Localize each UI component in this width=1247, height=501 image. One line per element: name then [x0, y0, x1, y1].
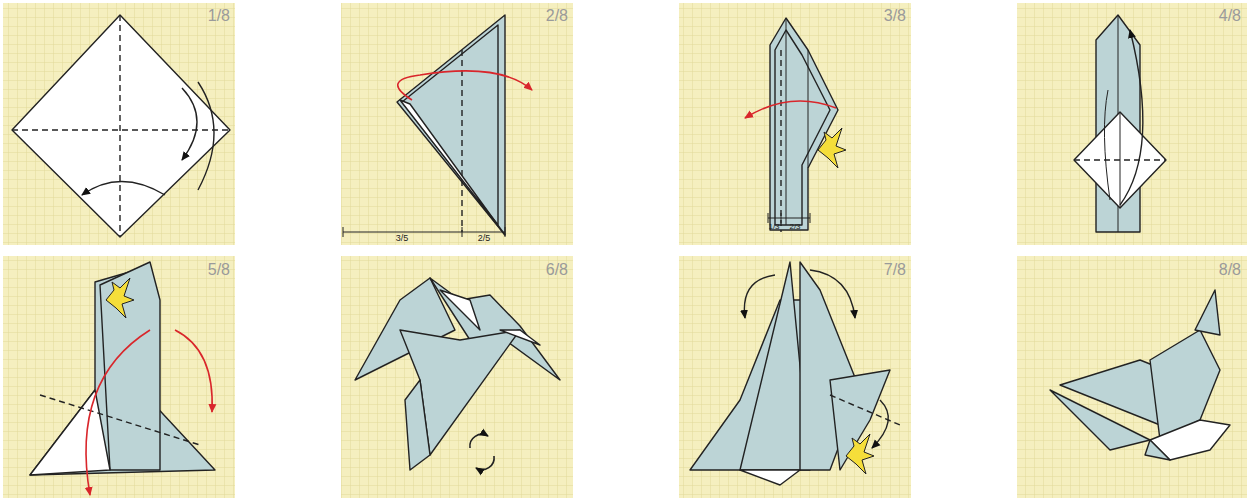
step-number: 5/8: [208, 262, 230, 278]
dimension-label: 1/3: [768, 223, 779, 231]
dimension-label: 3/5: [396, 234, 409, 243]
step-number: 6/8: [546, 262, 568, 278]
step-number: 1/8: [208, 8, 230, 24]
fold-figures: [12, 15, 1230, 495]
panel-ground: [3, 3, 1247, 498]
step-number: 2/8: [546, 8, 568, 24]
dimension-label: 2/5: [478, 234, 491, 243]
step-number: 3/8: [884, 8, 906, 24]
dimension-label: 2/3: [789, 223, 800, 231]
step-number: 8/8: [1219, 262, 1241, 278]
step-number: 7/8: [884, 262, 906, 278]
step-number: 4/8: [1219, 8, 1241, 24]
